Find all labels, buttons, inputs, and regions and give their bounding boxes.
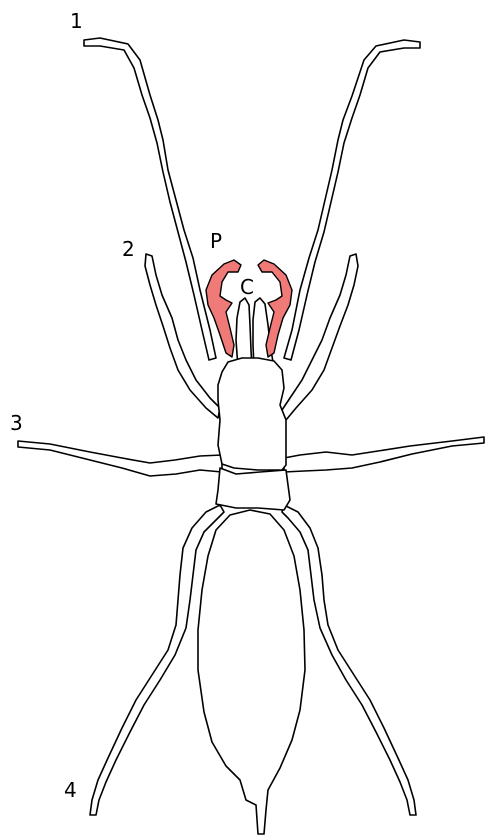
leg-3-left <box>18 441 222 476</box>
cephalothorax <box>218 358 286 470</box>
label-chelicerae: C <box>240 275 254 299</box>
abdomen <box>198 510 305 834</box>
leg-1-left <box>84 38 216 360</box>
label-leg-2: 2 <box>122 237 135 261</box>
leg-1-right <box>284 40 420 360</box>
label-leg-4: 4 <box>64 778 77 802</box>
label-pedipalp: P <box>210 229 222 253</box>
label-leg-1: 1 <box>70 9 83 33</box>
pedicel <box>216 468 290 510</box>
label-leg-3: 3 <box>10 411 23 435</box>
leg-1 <box>84 38 420 360</box>
leg-3-right <box>284 437 484 472</box>
